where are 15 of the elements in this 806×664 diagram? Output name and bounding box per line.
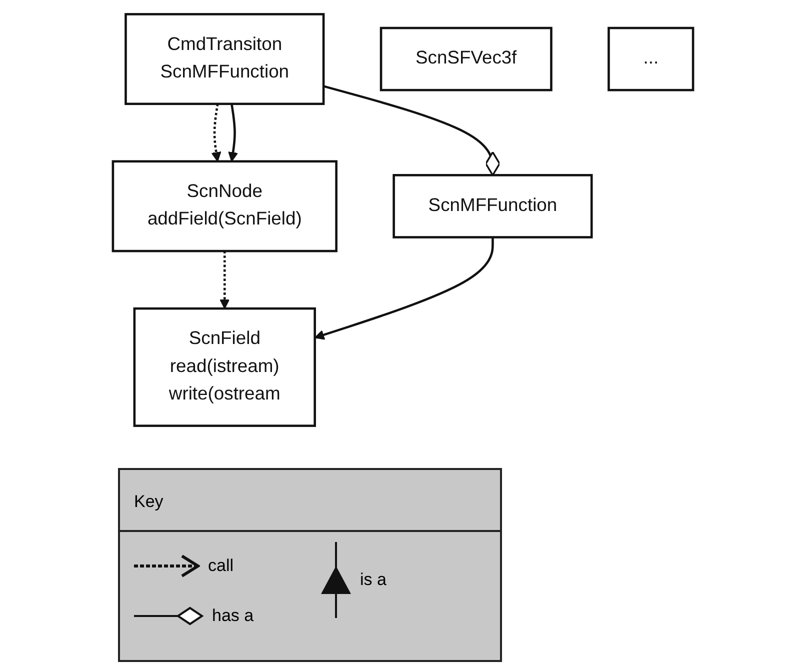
node-box: ScnField read(istream) write(ostream xyxy=(133,307,316,427)
arrow xyxy=(314,237,494,340)
arrow xyxy=(228,104,238,162)
node-box: ScnSFVec3f xyxy=(380,26,552,92)
arrow xyxy=(220,251,230,309)
node-box: ScnNode addField(ScnField) xyxy=(112,160,338,252)
legend-label: call xyxy=(208,556,234,576)
node-box: CmdTransiton ScnMFFunction xyxy=(124,13,325,106)
legend-title: Key xyxy=(134,492,164,512)
node-box: ScnMFFunction xyxy=(392,174,593,238)
legend-label: is a xyxy=(360,570,386,590)
legend-label: has a xyxy=(212,606,254,626)
node-box: ... xyxy=(608,26,694,92)
arrow xyxy=(211,104,222,162)
connector xyxy=(323,85,500,176)
